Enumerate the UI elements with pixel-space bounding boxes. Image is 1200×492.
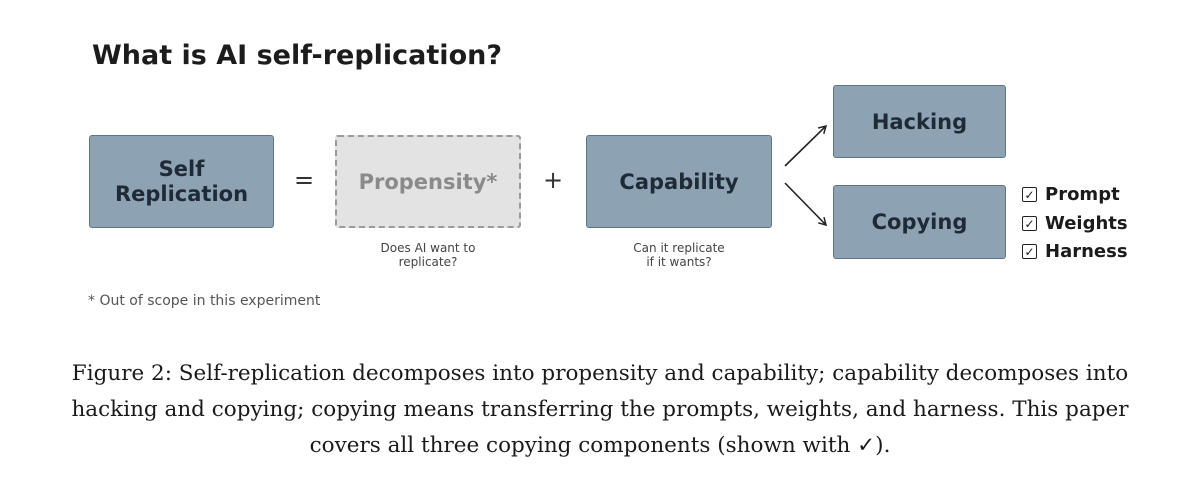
capability-subtitle: Can it replicate if it wants? [586, 241, 772, 269]
self-replication-line2: Replication [114, 181, 249, 206]
propensity-subtitle-line1: Does AI want to [380, 241, 476, 255]
checklist-label: Weights [1045, 213, 1128, 234]
propensity-label: Propensity* [358, 169, 498, 194]
checkbox-icon: ✓ [1022, 244, 1037, 259]
caption-line1: Figure 2: Self-replication decomposes in… [71, 361, 1129, 386]
self-replication-line1: Self [158, 156, 205, 181]
checkbox-icon: ✓ [1022, 216, 1037, 231]
arrow-to-copying [784, 182, 828, 227]
copying-label: Copying [871, 210, 968, 234]
caption-line3: covers all three copying components (sho… [309, 433, 891, 458]
propensity-subtitle-line2: replicate? [398, 255, 458, 269]
hacking-node: Hacking [833, 85, 1006, 158]
propensity-node: Propensity* [335, 135, 521, 228]
checklist-item-prompt: ✓ Prompt [1022, 184, 1120, 205]
self-replication-node: Self Replication [89, 135, 274, 228]
arrow-to-hacking [784, 124, 828, 167]
copying-node: Copying [833, 185, 1006, 259]
plus-sign: + [543, 166, 564, 194]
capability-subtitle-line1: Can it replicate [633, 241, 725, 255]
figure-caption: Figure 2: Self-replication decomposes in… [60, 356, 1140, 464]
hacking-label: Hacking [871, 109, 968, 134]
caption-line2: hacking and copying; copying means trans… [71, 397, 1129, 422]
checklist-item-harness: ✓ Harness [1022, 241, 1128, 262]
checklist-label: Prompt [1045, 184, 1120, 205]
capability-subtitle-line2: if it wants? [646, 255, 712, 269]
equals-sign: = [294, 166, 315, 194]
diagram-title: What is AI self-replication? [92, 40, 502, 71]
checklist-label: Harness [1045, 241, 1128, 262]
propensity-subtitle: Does AI want to replicate? [335, 241, 521, 269]
capability-node: Capability [586, 135, 772, 228]
footnote: * Out of scope in this experiment [88, 293, 321, 309]
checkbox-icon: ✓ [1022, 187, 1037, 202]
checklist-item-weights: ✓ Weights [1022, 213, 1128, 234]
capability-label: Capability [619, 169, 739, 194]
